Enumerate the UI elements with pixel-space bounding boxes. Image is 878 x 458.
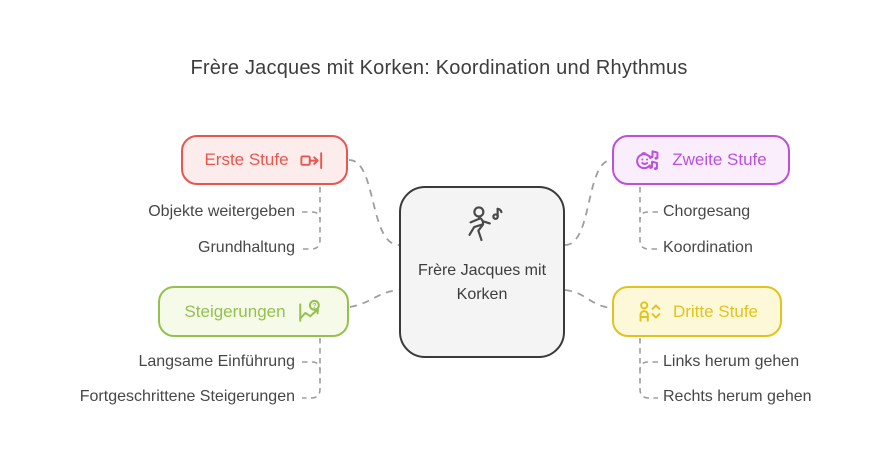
item-grundhaltung: Grundhaltung [198,239,295,256]
connector-steigerungen-items [302,338,321,399]
center-node: Frère Jacques mit Korken [399,186,565,358]
connector-dritte-item1 [639,361,658,371]
node-dritte-stufe-label: Dritte Stufe [672,301,759,321]
connector-dritte-items [639,338,658,399]
item-koordination: Koordination [663,239,753,256]
item-rechts-herum-gehen: Rechts herum gehen [663,388,812,405]
connector-center-dritte [564,289,613,309]
step-forward-icon [298,147,325,174]
connector-erste-item1 [302,211,321,221]
node-erste-stufe: Erste Stufe [181,135,348,185]
singing-face-icon [635,146,663,174]
node-zweite-stufe: Zweite Stufe [612,135,790,185]
connector-center-zweite [564,159,613,246]
node-erste-stufe-label: Erste Stufe [204,150,289,169]
person-updown-icon [636,298,664,326]
trend-question-icon: ? [295,298,323,326]
node-steigerungen-label: Steigerungen [184,301,286,321]
node-steigerungen: Steigerungen ? [158,286,349,337]
connector-steigerungen-item1 [302,361,321,371]
item-langsame-einfuehrung: Langsame Einführung [138,353,295,370]
diagram-title: Frère Jacques mit Korken: Koordination u… [190,57,688,79]
node-dritte-stufe: Dritte Stufe [612,286,782,337]
item-objekte-weitergeben: Objekte weitergeben [148,203,295,220]
connector-erste-items [302,187,321,250]
center-node-label: Frère Jacques mit Korken [417,262,547,303]
connector-zweite-item1 [639,211,658,221]
connector-zweite-items [639,187,658,250]
item-fortgeschrittene-steigerungen: Fortgeschrittene Steigerungen [79,388,295,405]
node-zweite-stufe-label: Zweite Stufe [672,150,767,169]
item-chorgesang: Chorgesang [663,203,751,220]
svg-text:?: ? [312,302,316,309]
connector-steigerungen-center [349,289,400,308]
dancing-person-music-icon [457,205,507,252]
connector-erste-center [348,159,400,246]
item-links-herum-gehen: Links herum gehen [663,353,800,370]
